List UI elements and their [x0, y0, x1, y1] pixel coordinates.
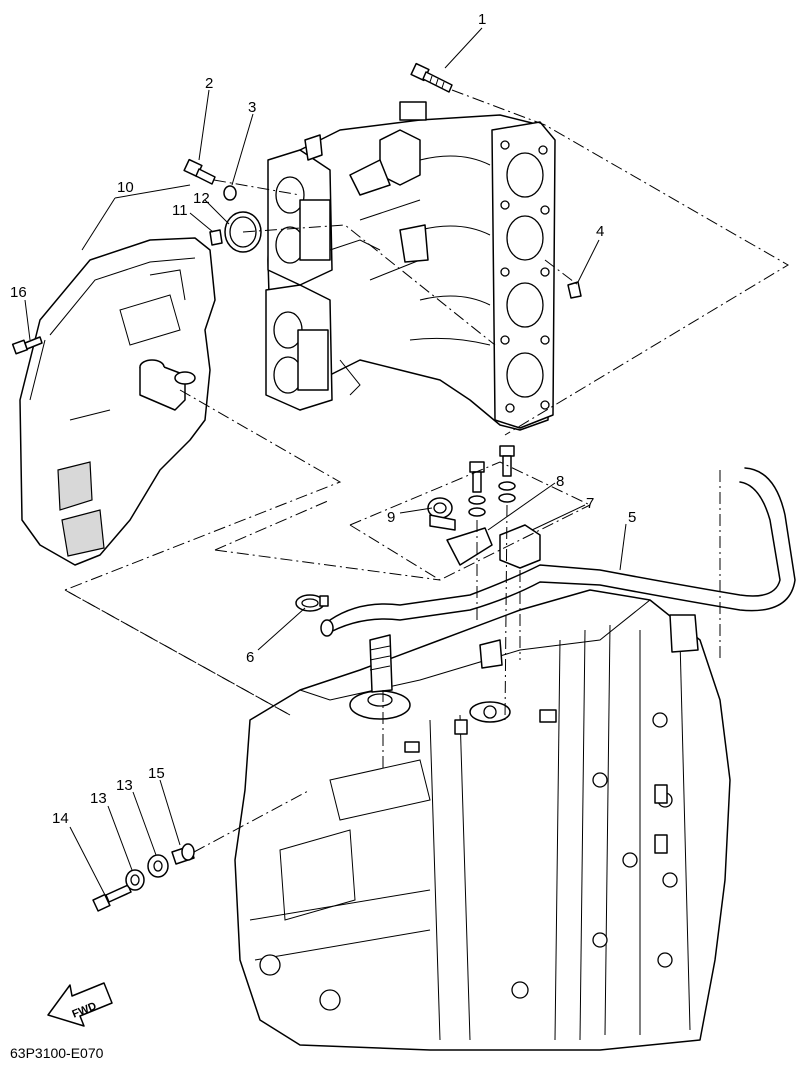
collar-15	[171, 843, 195, 865]
callout-12: 12	[193, 190, 210, 207]
callout-10: 10	[117, 179, 134, 196]
callout-13b: 13	[116, 777, 133, 794]
fwd-arrow: FWD	[47, 982, 113, 1027]
dowel-4	[567, 281, 582, 299]
callout-2: 2	[205, 75, 213, 92]
callout-11: 11	[172, 202, 188, 219]
callout-14: 14	[52, 810, 69, 827]
bolt-1	[410, 62, 453, 93]
bracket-7	[499, 524, 541, 569]
bolt-16	[11, 336, 43, 355]
callout-13a: 13	[90, 790, 107, 807]
dowel-11	[209, 229, 223, 246]
bolt-2	[183, 158, 216, 185]
callout-15: 15	[148, 765, 165, 782]
hose-clip-9	[427, 497, 456, 531]
callout-6: 6	[246, 649, 254, 666]
bolt-14	[92, 884, 132, 912]
intake-silencer	[19, 237, 216, 566]
bracket-8	[446, 445, 516, 566]
callout-3: 3	[248, 99, 256, 116]
callout-1: 1	[478, 11, 486, 28]
hose-clamp-6	[295, 594, 329, 612]
o-ring-3	[223, 185, 237, 201]
engine-block	[234, 589, 731, 1051]
intake-manifold	[265, 101, 556, 431]
callouts: 1 2 3 4 5 6 7 8 9 10 11 12 13 13 15 14 1…	[10, 11, 636, 827]
diagram-code: 63P3100-E070	[10, 1045, 104, 1061]
callout-4: 4	[596, 223, 604, 240]
assembly-lines	[63, 89, 789, 853]
spacer-13a	[125, 869, 145, 891]
callout-9: 9	[387, 509, 395, 526]
callout-8: 8	[556, 473, 564, 490]
callout-16: 16	[10, 284, 27, 301]
callout-7: 7	[586, 495, 594, 512]
leader-lines	[24, 27, 627, 896]
hose	[320, 467, 796, 637]
spacer-13b	[147, 854, 169, 878]
callout-5: 5	[628, 509, 636, 526]
